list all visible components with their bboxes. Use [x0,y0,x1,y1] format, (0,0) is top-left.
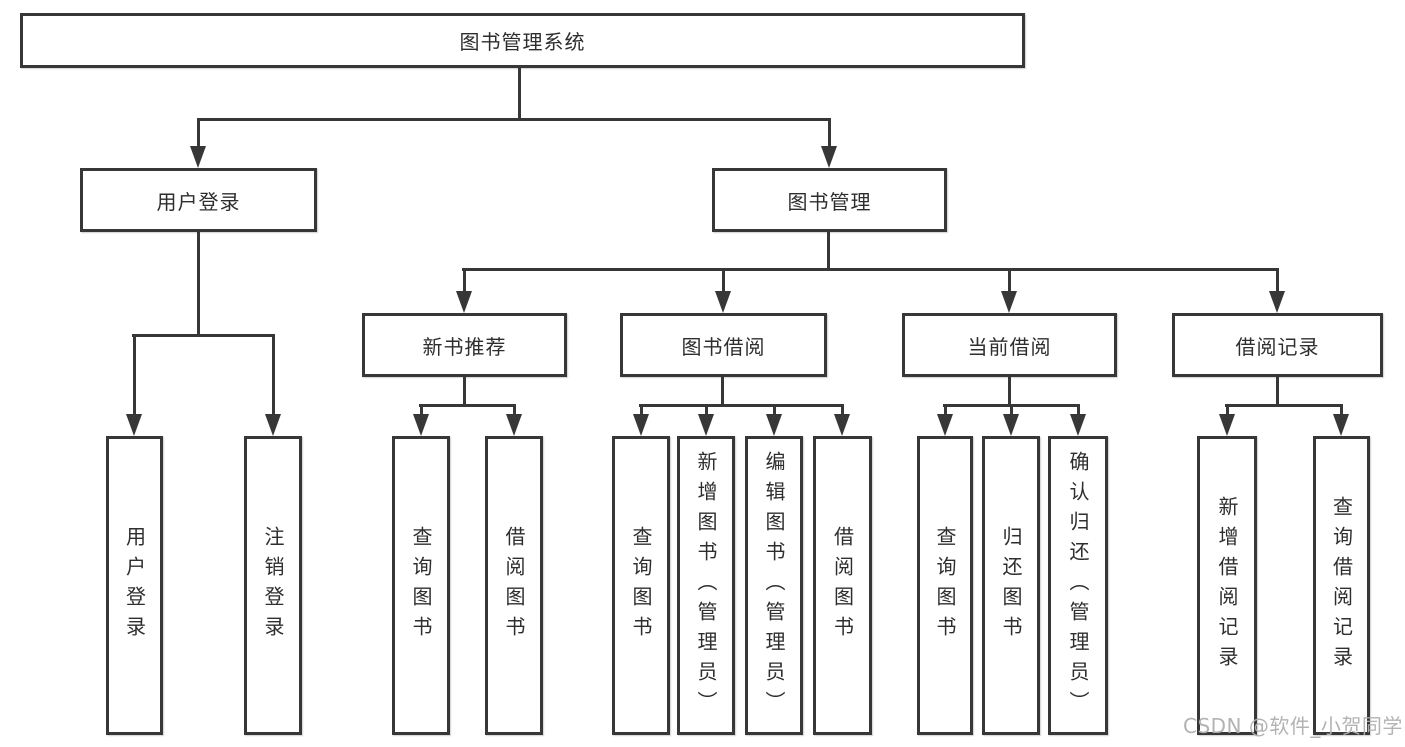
node-book-management: 图书管理 [712,168,947,232]
arrow-down-icon [1219,407,1235,436]
connector-newrec-rail [419,404,516,407]
leaf-user-login: 用户登录 [106,436,163,735]
arrow-down-icon [715,271,731,313]
node-current-borrowing: 当前借阅 [902,313,1117,377]
connector-records-rail [1225,404,1343,407]
connector-borrowing-rail [639,404,844,407]
arrow-down-icon [506,407,522,436]
connector-current-stem [1008,375,1011,406]
leaf-query-borrow-record: 查询借阅记录 [1313,436,1370,735]
connector-root-stem [518,66,521,120]
connector-user-login-rail [132,334,275,337]
leaf-query-book-under-borrowing: 查询图书 [612,436,670,735]
arrow-down-icon [821,121,837,168]
arrow-down-icon [1269,271,1285,313]
leaf-borrow-book-under-newrec: 借阅图书 [485,436,543,735]
connector-records-stem [1276,375,1279,406]
arrow-down-icon [698,407,714,436]
leaf-return-book: 归还图书 [982,436,1040,735]
arrow-down-icon [1070,407,1086,436]
connector-root-rail [197,118,831,121]
node-book-borrowing: 图书借阅 [620,313,827,377]
leaf-logout: 注销登录 [244,436,302,735]
arrow-down-icon [1003,407,1019,436]
arrow-down-icon [413,407,429,436]
arrow-down-icon [126,337,142,436]
arrow-down-icon [834,407,850,436]
connector-borrowing-stem [721,375,724,406]
arrow-down-icon [265,337,281,436]
arrow-down-icon [937,407,953,436]
leaf-add-borrow-record: 新增借阅记录 [1197,436,1257,735]
node-borrow-records: 借阅记录 [1172,313,1383,377]
arrow-down-icon [1333,407,1349,436]
node-new-book-recommend: 新书推荐 [362,313,567,377]
leaf-query-book-under-current: 查询图书 [917,436,973,735]
connector-book-mgmt-rail [462,268,1279,271]
connector-current-rail [943,404,1080,407]
leaf-add-book-admin: 新增图书（管理员） [677,436,735,735]
node-user-login: 用户登录 [80,168,317,232]
connector-book-mgmt-stem [827,230,830,270]
arrow-down-icon [633,407,649,436]
leaf-query-book-under-newrec: 查询图书 [392,436,450,735]
connector-newrec-stem [463,375,466,406]
connector-user-login-stem [197,230,200,337]
leaf-edit-book-admin: 编辑图书（管理员） [745,436,803,735]
arrow-down-icon [190,121,206,168]
leaf-borrow-book-under-borrowing: 借阅图书 [813,436,872,735]
csdn-watermark: CSDN @软件_小贺同学 [1183,714,1403,738]
arrow-down-icon [766,407,782,436]
leaf-confirm-return-admin: 确认归还（管理员） [1048,436,1108,735]
node-root: 图书管理系统 [20,13,1025,68]
arrow-down-icon [456,271,472,313]
arrow-down-icon [1001,271,1017,313]
